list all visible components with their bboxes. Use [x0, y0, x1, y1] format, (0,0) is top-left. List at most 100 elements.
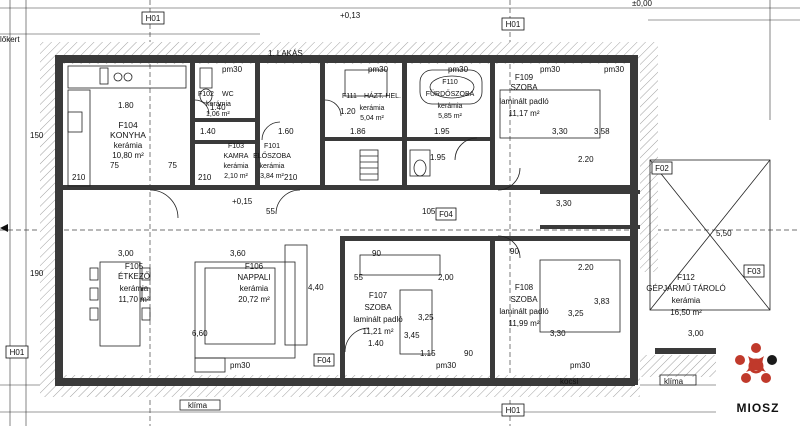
- room-name: KONYHA: [110, 130, 146, 140]
- section-arrow-left: [0, 224, 8, 232]
- svg-text:90: 90: [372, 249, 381, 258]
- room-name: KAMRA: [224, 153, 249, 160]
- svg-text:F02: F02: [655, 164, 669, 173]
- svg-text:F04: F04: [439, 210, 453, 219]
- room-name: WC: [222, 91, 234, 98]
- room-area: 20,72 m²: [238, 295, 270, 304]
- svg-text:1.95: 1.95: [434, 127, 450, 136]
- room-floor: laminált padló: [499, 97, 549, 106]
- svg-text:1.95: 1.95: [430, 153, 446, 162]
- room-id: F105: [125, 262, 144, 271]
- room-f110: F110 FÜRDŐSZOBA kerámia 5,85 m²: [426, 79, 475, 120]
- svg-text:210: 210: [72, 173, 86, 182]
- fixtures: [67, 65, 771, 411]
- svg-text:3,00: 3,00: [118, 249, 134, 258]
- room-name: SZOBA: [364, 303, 392, 312]
- room-f103: F103 KAMRA kerámia 2,10 m²: [224, 143, 249, 180]
- room-f111: F111 HÁZT. HEL. kerámia 5,04 m²: [342, 91, 401, 122]
- svg-text:150: 150: [30, 131, 44, 140]
- svg-text:5,50: 5,50: [716, 229, 732, 238]
- room-area: 10,80 m²: [112, 151, 144, 160]
- room-f109: F109 SZOBA laminált padló 11,17 m²: [499, 73, 549, 118]
- svg-text:3,30: 3,30: [552, 127, 568, 136]
- svg-text:3,30: 3,30: [556, 199, 572, 208]
- room-id: F107: [369, 291, 388, 300]
- room-f101: F101 ELŐSZOBA kerámia 3,84 m²: [253, 143, 291, 180]
- svg-text:3,25: 3,25: [418, 313, 434, 322]
- logo-text: MIOSZ: [737, 401, 780, 415]
- room-area: 11,21 m²: [363, 327, 394, 336]
- room-id: F103: [228, 143, 244, 150]
- room-area: 1,06 m²: [206, 111, 230, 118]
- room-floor: kerámia: [224, 163, 249, 170]
- svg-text:3,30: 3,30: [550, 329, 566, 338]
- svg-text:1.40: 1.40: [368, 339, 384, 348]
- tag-f04-mid: F04: [435, 207, 457, 221]
- svg-text:pm30: pm30: [604, 65, 625, 74]
- svg-text:1.80: 1.80: [118, 101, 134, 110]
- svg-text:75: 75: [110, 161, 119, 170]
- room-area: 16,50 m²: [670, 308, 702, 317]
- svg-text:pm30: pm30: [448, 65, 469, 74]
- room-floor: kerámia: [114, 141, 143, 150]
- svg-text:1.40: 1.40: [210, 103, 226, 112]
- miosz-logo: MIOSZ: [716, 330, 800, 426]
- tag-h01-top: H01: [141, 11, 165, 25]
- svg-text:210: 210: [198, 173, 212, 182]
- svg-text:3,60: 3,60: [230, 249, 246, 258]
- svg-text:H01: H01: [146, 14, 161, 23]
- room-name: NAPPALI: [237, 273, 270, 282]
- ac-label: klíma: [664, 377, 684, 386]
- svg-text:2,00: 2,00: [438, 273, 454, 282]
- room-id: F102: [198, 91, 214, 98]
- unit-label: 1. LAKÁS: [268, 49, 303, 58]
- svg-text:H01: H01: [506, 20, 521, 29]
- room-name: HÁZT. HEL.: [364, 91, 401, 100]
- svg-text:2.20: 2.20: [578, 155, 594, 164]
- svg-text:2.20: 2.20: [578, 263, 594, 272]
- room-area: 2,10 m²: [224, 173, 248, 180]
- tag-h01-left: H01: [5, 345, 29, 359]
- svg-text:6,60: 6,60: [192, 329, 208, 338]
- tag-h01-bottom: H01: [501, 403, 525, 417]
- door-swings: [149, 99, 521, 353]
- svg-text:pm30: pm30: [222, 65, 243, 74]
- room-floor: kerámia: [120, 284, 149, 293]
- room-id: F104: [118, 120, 138, 130]
- room-name: SZOBA: [510, 295, 538, 304]
- svg-text:4,40: 4,40: [308, 283, 324, 292]
- tag-f04-bottom: F04: [313, 353, 335, 367]
- room-area: 11,70 m²: [119, 295, 150, 304]
- room-f105: F105 ÉTKEZŐ kerámia 11,70 m²: [118, 262, 150, 304]
- tag-h01-topright: H01: [501, 17, 525, 31]
- level-mark: ±0,00: [632, 0, 653, 8]
- svg-text:3,25: 3,25: [568, 309, 584, 318]
- svg-text:75: 75: [168, 161, 177, 170]
- svg-text:pm30: pm30: [230, 361, 251, 370]
- dimension-labels: 1.80 1.40 1.40 1.20 1.60 1.86 1.95 1.95 …: [30, 65, 732, 370]
- room-area: 3,84 m²: [260, 173, 284, 180]
- room-id: F108: [515, 283, 534, 292]
- annotations: 1. LAKÁS +0,13 ±0,00 +0,15 lőkert klíma …: [0, 0, 684, 410]
- svg-text:pm30: pm30: [436, 361, 457, 370]
- room-floor: kerámia: [206, 101, 231, 108]
- svg-text:H01: H01: [506, 406, 521, 415]
- svg-text:1.86: 1.86: [350, 127, 366, 136]
- room-floor: kerámia: [360, 105, 385, 112]
- room-id: F112: [677, 273, 695, 282]
- room-area: 5,85 m²: [438, 113, 462, 120]
- svg-text:90: 90: [510, 247, 519, 256]
- room-name: ELŐSZOBA: [253, 151, 291, 160]
- tag-f02: F02: [651, 161, 673, 175]
- level-mark: +0,13: [340, 11, 361, 20]
- svg-text:F04: F04: [317, 356, 331, 365]
- svg-text:90: 90: [464, 349, 473, 358]
- svg-text:3,58: 3,58: [594, 127, 610, 136]
- svg-text:pm30: pm30: [540, 65, 561, 74]
- room-floor: laminált padló: [353, 315, 403, 324]
- room-floor: kerámia: [672, 296, 701, 305]
- room-f107: F107 SZOBA laminált padló 11,21 m²: [353, 291, 403, 336]
- room-id: F101: [264, 143, 280, 150]
